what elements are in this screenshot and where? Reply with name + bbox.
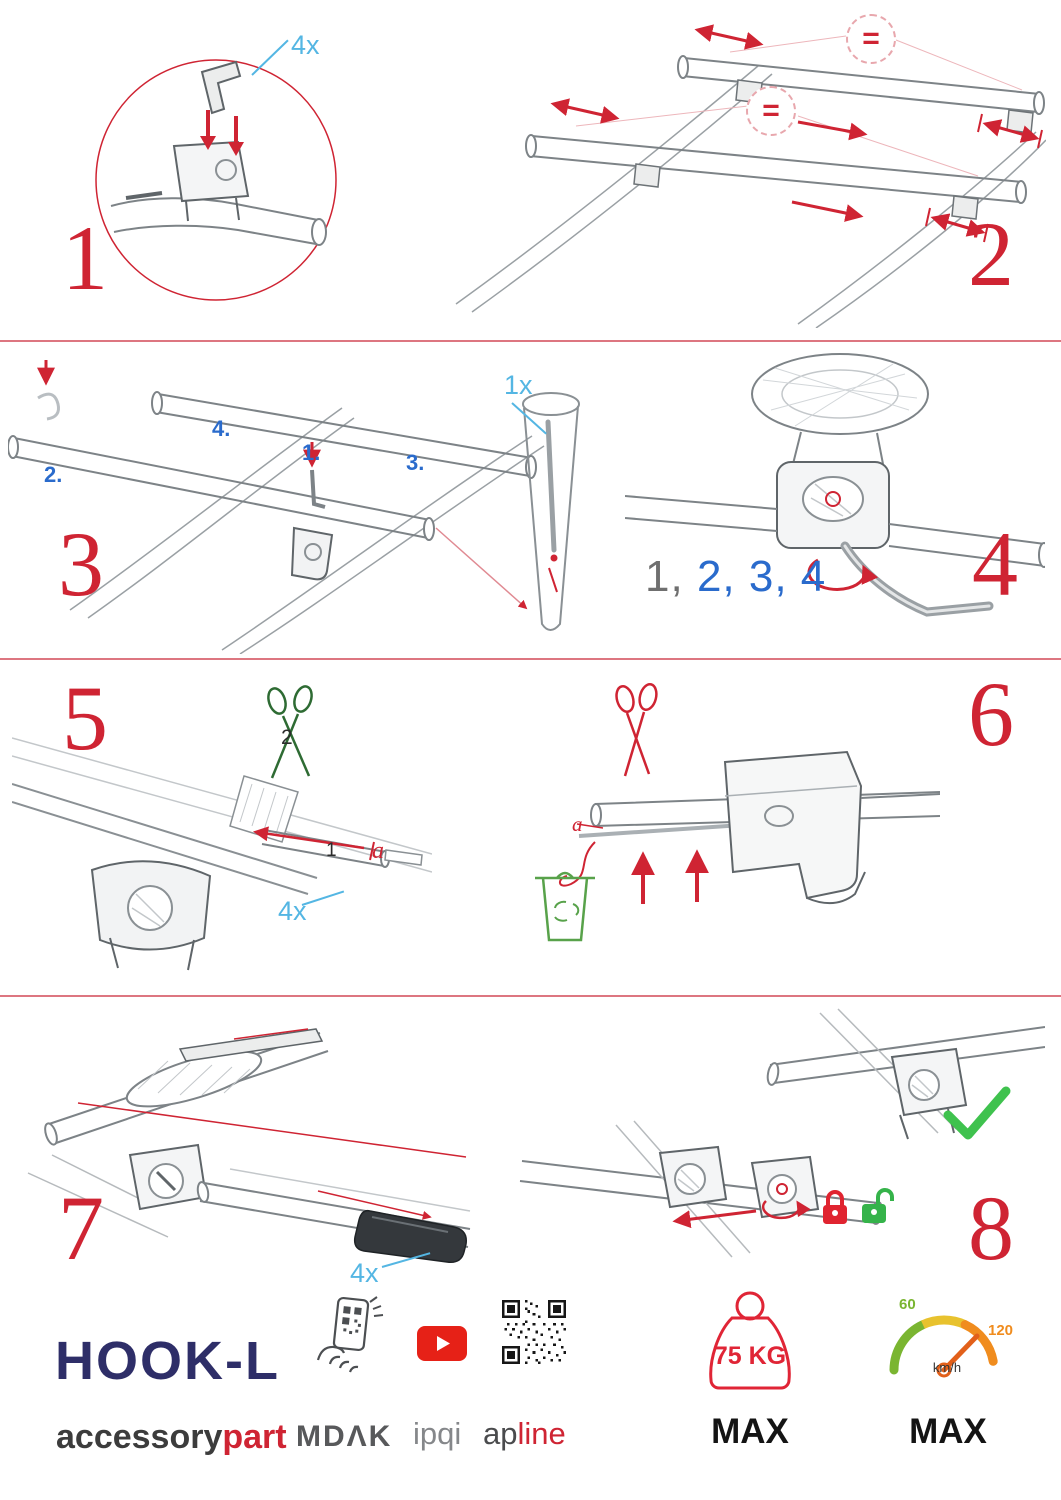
product-name: HOOK-L [55, 1331, 280, 1391]
section-divider [0, 658, 1061, 660]
equal-spacing-badge: = [846, 14, 896, 64]
recycle-icon [554, 900, 580, 922]
step5-a-label: a [372, 838, 384, 864]
speedometer-icon [889, 1315, 998, 1378]
youtube-icon [417, 1326, 467, 1361]
step1-number: 1 [62, 207, 108, 309]
step7-quantity-label: 4x [350, 1258, 379, 1288]
logo-apline: apline [483, 1416, 566, 1452]
brand-logo: accessorypart [56, 1418, 287, 1457]
step7-illustration [27, 1028, 471, 1264]
step2-number: 2 [968, 203, 1014, 305]
step5-scissors-label: 2 [281, 726, 293, 749]
step3-substep-2: 2. [44, 462, 63, 487]
logo-ipqi: ipqi [413, 1416, 462, 1451]
equals-sign: = [762, 94, 780, 127]
step4-sequence-blue: 2, 3, 4 [696, 552, 827, 601]
weight-max-icon [709, 1291, 791, 1390]
section-divider [0, 995, 1061, 997]
logo-ap: ap [483, 1416, 518, 1451]
weight-max-label: MAX [711, 1412, 789, 1451]
speed-high-label: 120 [988, 1322, 1014, 1339]
step3-quantity-label: 1x [504, 370, 533, 400]
speed-unit-label: km/h [932, 1360, 962, 1375]
step1-illustration [95, 59, 337, 301]
speed-low-label: 60 [899, 1296, 916, 1313]
step5-illustration [12, 685, 432, 971]
step8-illustration [519, 1008, 1045, 1258]
step3-substep-4: 4. [212, 416, 231, 441]
equal-spacing-badge: = [746, 86, 796, 136]
scissors-icon [267, 685, 313, 779]
step2-illustration [455, 24, 1046, 328]
scissors-icon [615, 682, 658, 777]
step4-number: 4 [972, 513, 1018, 615]
qr-code-icon [502, 1300, 566, 1364]
step5-strap-label: 1 [326, 840, 337, 861]
equals-sign: = [862, 22, 880, 55]
brand-part: part [222, 1418, 287, 1456]
section-divider [0, 340, 1061, 342]
step6-number: 6 [968, 663, 1014, 765]
step6-illustration [535, 682, 940, 942]
step7-number: 7 [58, 1177, 104, 1279]
lock-closed-icon [823, 1190, 847, 1224]
step6-a-label: a [572, 812, 583, 836]
step4-sequence-gray: 1, [645, 552, 684, 601]
step8-number: 8 [968, 1177, 1014, 1279]
check-icon [943, 1086, 1011, 1140]
lock-open-icon [862, 1188, 894, 1223]
logo-line: line [517, 1416, 566, 1451]
step3-substep-3: 3. [406, 450, 425, 475]
step1-quantity-label: 4x [291, 30, 320, 60]
step3-illustration [8, 360, 580, 654]
step5-number: 5 [62, 667, 108, 769]
step4-sequence-text: 1, 2, 3, 4 [645, 552, 826, 602]
end-cap [353, 1209, 467, 1264]
step5-quantity-label: 4x [278, 896, 307, 926]
phone-qr-scan-icon [316, 1296, 384, 1373]
weight-value: 75 KG [713, 1342, 787, 1370]
logo-mdak: MDΛK [296, 1420, 393, 1453]
brand-accessory: accessory [56, 1418, 223, 1456]
step3-number: 3 [58, 513, 104, 615]
step4-illustration [625, 353, 1045, 617]
trash-bin-icon [535, 871, 595, 942]
speed-max-label: MAX [909, 1412, 987, 1451]
step3-substep-1: 1. [302, 440, 321, 465]
